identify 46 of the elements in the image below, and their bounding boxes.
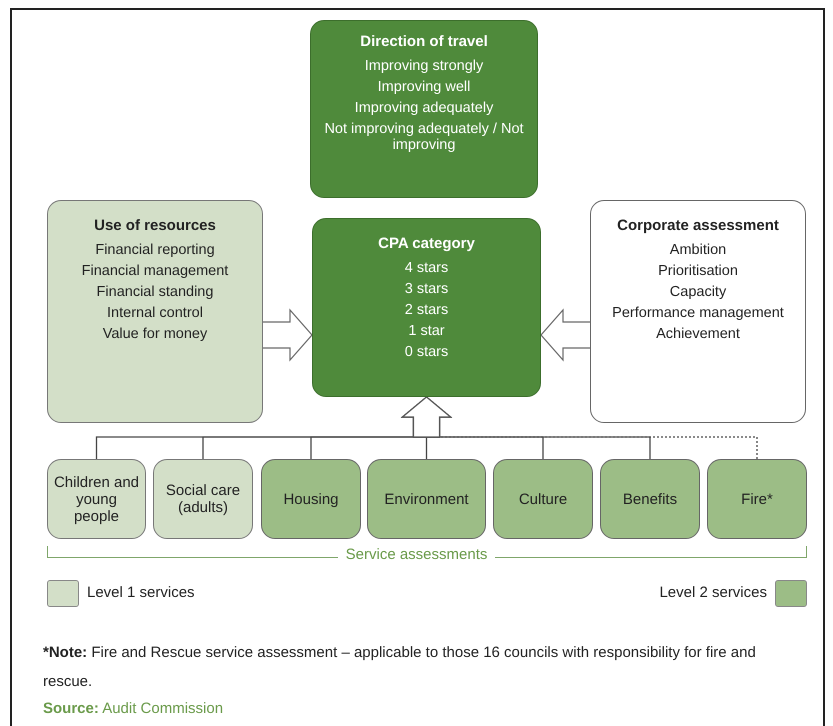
cpa-box xyxy=(312,218,541,397)
connector-line xyxy=(402,396,651,459)
box-item: Culture xyxy=(518,490,568,508)
box-heading: Direction of travel xyxy=(360,33,488,51)
box-heading: Use of resources xyxy=(94,217,216,235)
box-item: Social care (adults) xyxy=(164,482,242,516)
box-item: Value for money xyxy=(102,326,208,342)
box-item: Prioritisation xyxy=(657,263,739,279)
service-box xyxy=(367,459,486,539)
service-box xyxy=(261,459,361,539)
box-item: Improving well xyxy=(376,79,472,95)
box-item: Improving adequately xyxy=(354,100,494,116)
box-item: Housing xyxy=(283,490,339,508)
box-item: Improving strongly xyxy=(364,58,484,74)
box-item: Financial standing xyxy=(96,284,214,300)
footnote: *Note: Fire and Rescue service assessment – applicable to those 16 councils with responsibility for fire and rescue. xyxy=(43,643,757,692)
box-item: Ambition xyxy=(668,242,728,258)
service-box xyxy=(153,459,253,539)
service-box xyxy=(600,459,700,539)
corporate-box xyxy=(590,200,806,423)
legend-text: Level 1 services xyxy=(87,583,195,604)
box-item: Capacity xyxy=(668,284,728,300)
box-item: Internal control xyxy=(106,305,204,321)
box-item: 2 stars xyxy=(404,302,450,318)
direction-box xyxy=(310,20,538,198)
box-heading: CPA category xyxy=(378,235,475,253)
box-item: Financial management xyxy=(80,263,230,279)
box-item: Achievement xyxy=(655,326,741,342)
box-item: Benefits xyxy=(622,490,678,508)
box-item: Performance management xyxy=(611,305,785,321)
box-heading: Corporate assessment xyxy=(617,217,779,235)
box-item: Fire* xyxy=(741,490,773,508)
source-note: Source: Audit Commission xyxy=(43,700,224,718)
resources-box xyxy=(47,200,263,423)
service-box xyxy=(47,459,146,539)
box-item: 1 star xyxy=(407,323,446,339)
box-item: Environment xyxy=(384,490,469,508)
box-item: 3 stars xyxy=(404,281,450,297)
box-item: 4 stars xyxy=(404,260,450,276)
box-item: Financial reporting xyxy=(94,242,216,258)
service-box xyxy=(493,459,593,539)
box-item: Children and young people xyxy=(52,474,140,524)
service-box xyxy=(707,459,807,539)
legend-text: Level 2 services xyxy=(659,583,767,604)
box-item: Not improving adequately / Not improving xyxy=(323,121,525,153)
box-item: 0 stars xyxy=(404,344,450,360)
